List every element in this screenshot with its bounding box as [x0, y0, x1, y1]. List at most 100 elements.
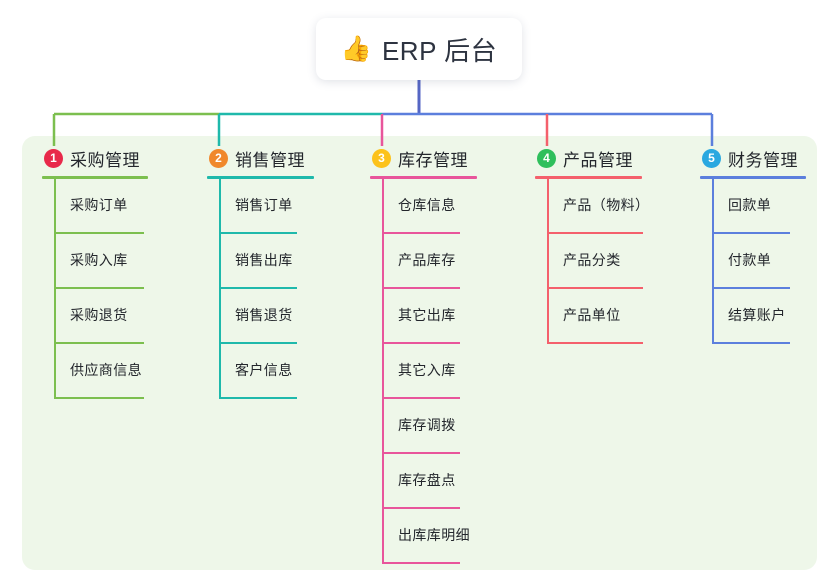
branch-spine: [219, 179, 221, 399]
leaf-node[interactable]: 其它出库: [370, 289, 477, 344]
branch-title: 产品管理: [563, 150, 633, 170]
leaf-node[interactable]: 出库库明细: [370, 509, 477, 564]
leaf-underline: [382, 287, 460, 289]
branch-column-2: 2 销售管理销售订单销售出库销售退货客户信息: [207, 146, 314, 399]
root-node[interactable]: 👍 ERP 后台: [316, 18, 522, 80]
branch-header-3[interactable]: 3 库存管理: [370, 146, 477, 170]
leaf-node[interactable]: 销售退货: [207, 289, 314, 344]
branch-column-3: 3 库存管理仓库信息产品库存其它出库其它入库库存调拨库存盘点出库库明细: [370, 146, 477, 564]
branch-title: 销售管理: [235, 150, 305, 170]
branch-spine: [54, 179, 56, 399]
branch-column-5: 5 财务管理回款单付款单结算账户: [700, 146, 806, 344]
branch-header-2[interactable]: 2 销售管理: [207, 146, 314, 170]
leaf-node[interactable]: 产品单位: [535, 289, 643, 344]
leaf-label: 产品库存: [398, 252, 456, 268]
branch-underline: [42, 176, 148, 179]
leaf-underline: [712, 287, 790, 289]
branch-header-1[interactable]: 1 采购管理: [42, 146, 148, 170]
leaf-node[interactable]: 销售出库: [207, 234, 314, 289]
leaf-label: 其它出库: [398, 307, 456, 323]
branch-item-list: 采购订单采购入库采购退货供应商信息: [42, 179, 148, 399]
branch-column-1: 1 采购管理采购订单采购入库采购退货供应商信息: [42, 146, 148, 399]
branch-item-list: 销售订单销售出库销售退货客户信息: [207, 179, 314, 399]
leaf-underline: [712, 232, 790, 234]
leaf-underline: [547, 287, 643, 289]
branch-column-4: 4 产品管理产品（物料） 产品分类产品单位: [535, 146, 649, 344]
leaf-underline: [382, 397, 460, 399]
leaf-node[interactable]: 销售订单: [207, 179, 314, 234]
leaf-label: 销售出库: [235, 252, 293, 268]
branch-title: 财务管理: [728, 150, 798, 170]
leaf-underline: [219, 232, 297, 234]
leaf-label: 产品单位: [563, 307, 621, 323]
branch-number-badge: 3: [372, 148, 391, 168]
branch-spine: [712, 179, 714, 344]
thumbs-up-icon: 👍: [340, 34, 372, 63]
leaf-underline: [382, 507, 460, 509]
branch-number-badge: 2: [209, 148, 228, 168]
leaf-node[interactable]: 产品库存: [370, 234, 477, 289]
branch-underline: [700, 176, 806, 179]
leaf-node[interactable]: 采购退货: [42, 289, 148, 344]
leaf-label: 销售退货: [235, 307, 293, 323]
leaf-node[interactable]: 产品分类: [535, 234, 643, 289]
leaf-node[interactable]: 客户信息: [207, 344, 314, 399]
leaf-underline: [382, 232, 460, 234]
branch-header-4[interactable]: 4 产品管理: [535, 146, 642, 170]
branch-underline: [370, 176, 477, 179]
leaf-label: 出库库明细: [398, 527, 470, 543]
leaf-underline: [54, 287, 144, 289]
branch-number-badge: 1: [44, 148, 63, 168]
leaf-underline: [54, 397, 144, 399]
leaf-label: 其它入库: [398, 362, 456, 378]
branch-title: 采购管理: [70, 150, 140, 170]
leaf-label: 库存盘点: [398, 472, 456, 488]
leaf-node[interactable]: 采购订单: [42, 179, 148, 234]
branch-item-list: 回款单付款单结算账户: [700, 179, 806, 344]
branch-underline: [535, 176, 642, 179]
branch-spine: [547, 179, 549, 344]
leaf-label: 产品分类: [563, 252, 621, 268]
leaf-label: 采购退货: [70, 307, 128, 323]
leaf-node[interactable]: 回款单: [700, 179, 806, 234]
leaf-label: 供应商信息: [70, 362, 142, 378]
root-title: ERP 后台: [381, 35, 498, 66]
diagram-panel: [22, 136, 817, 570]
leaf-label: 回款单: [728, 197, 772, 213]
leaf-node[interactable]: 库存调拨: [370, 399, 477, 454]
branch-number-badge: 4: [537, 148, 556, 168]
branch-item-list: 仓库信息产品库存其它出库其它入库库存调拨库存盘点出库库明细: [370, 179, 477, 564]
leaf-underline: [547, 342, 643, 344]
leaf-underline: [382, 342, 460, 344]
leaf-underline: [382, 562, 460, 564]
leaf-underline: [712, 342, 790, 344]
leaf-underline: [547, 232, 643, 234]
leaf-node[interactable]: 付款单: [700, 234, 806, 289]
leaf-node[interactable]: 其它入库: [370, 344, 477, 399]
leaf-underline: [54, 342, 144, 344]
leaf-label: 库存调拨: [398, 417, 456, 433]
branch-underline: [207, 176, 314, 179]
leaf-label: 客户信息: [235, 362, 293, 378]
leaf-node[interactable]: 采购入库: [42, 234, 148, 289]
leaf-node[interactable]: 仓库信息: [370, 179, 477, 234]
leaf-node[interactable]: 供应商信息: [42, 344, 148, 399]
branch-spine: [382, 179, 384, 564]
branch-header-5[interactable]: 5 财务管理: [700, 146, 806, 170]
leaf-underline: [382, 452, 460, 454]
branch-title: 库存管理: [398, 150, 468, 170]
leaf-underline: [219, 342, 297, 344]
leaf-label: 采购订单: [70, 197, 128, 213]
leaf-label: 结算账户: [728, 307, 786, 323]
branch-item-list: 产品（物料） 产品分类产品单位: [535, 179, 649, 344]
leaf-underline: [219, 397, 297, 399]
branch-number-badge: 5: [702, 148, 721, 168]
leaf-label: 付款单: [728, 252, 772, 268]
leaf-label: 采购入库: [70, 252, 128, 268]
leaf-node[interactable]: 产品（物料）: [535, 179, 649, 234]
leaf-node[interactable]: 库存盘点: [370, 454, 477, 509]
leaf-underline: [54, 232, 144, 234]
leaf-label: 产品（物料）: [563, 197, 650, 213]
leaf-node[interactable]: 结算账户: [700, 289, 806, 344]
